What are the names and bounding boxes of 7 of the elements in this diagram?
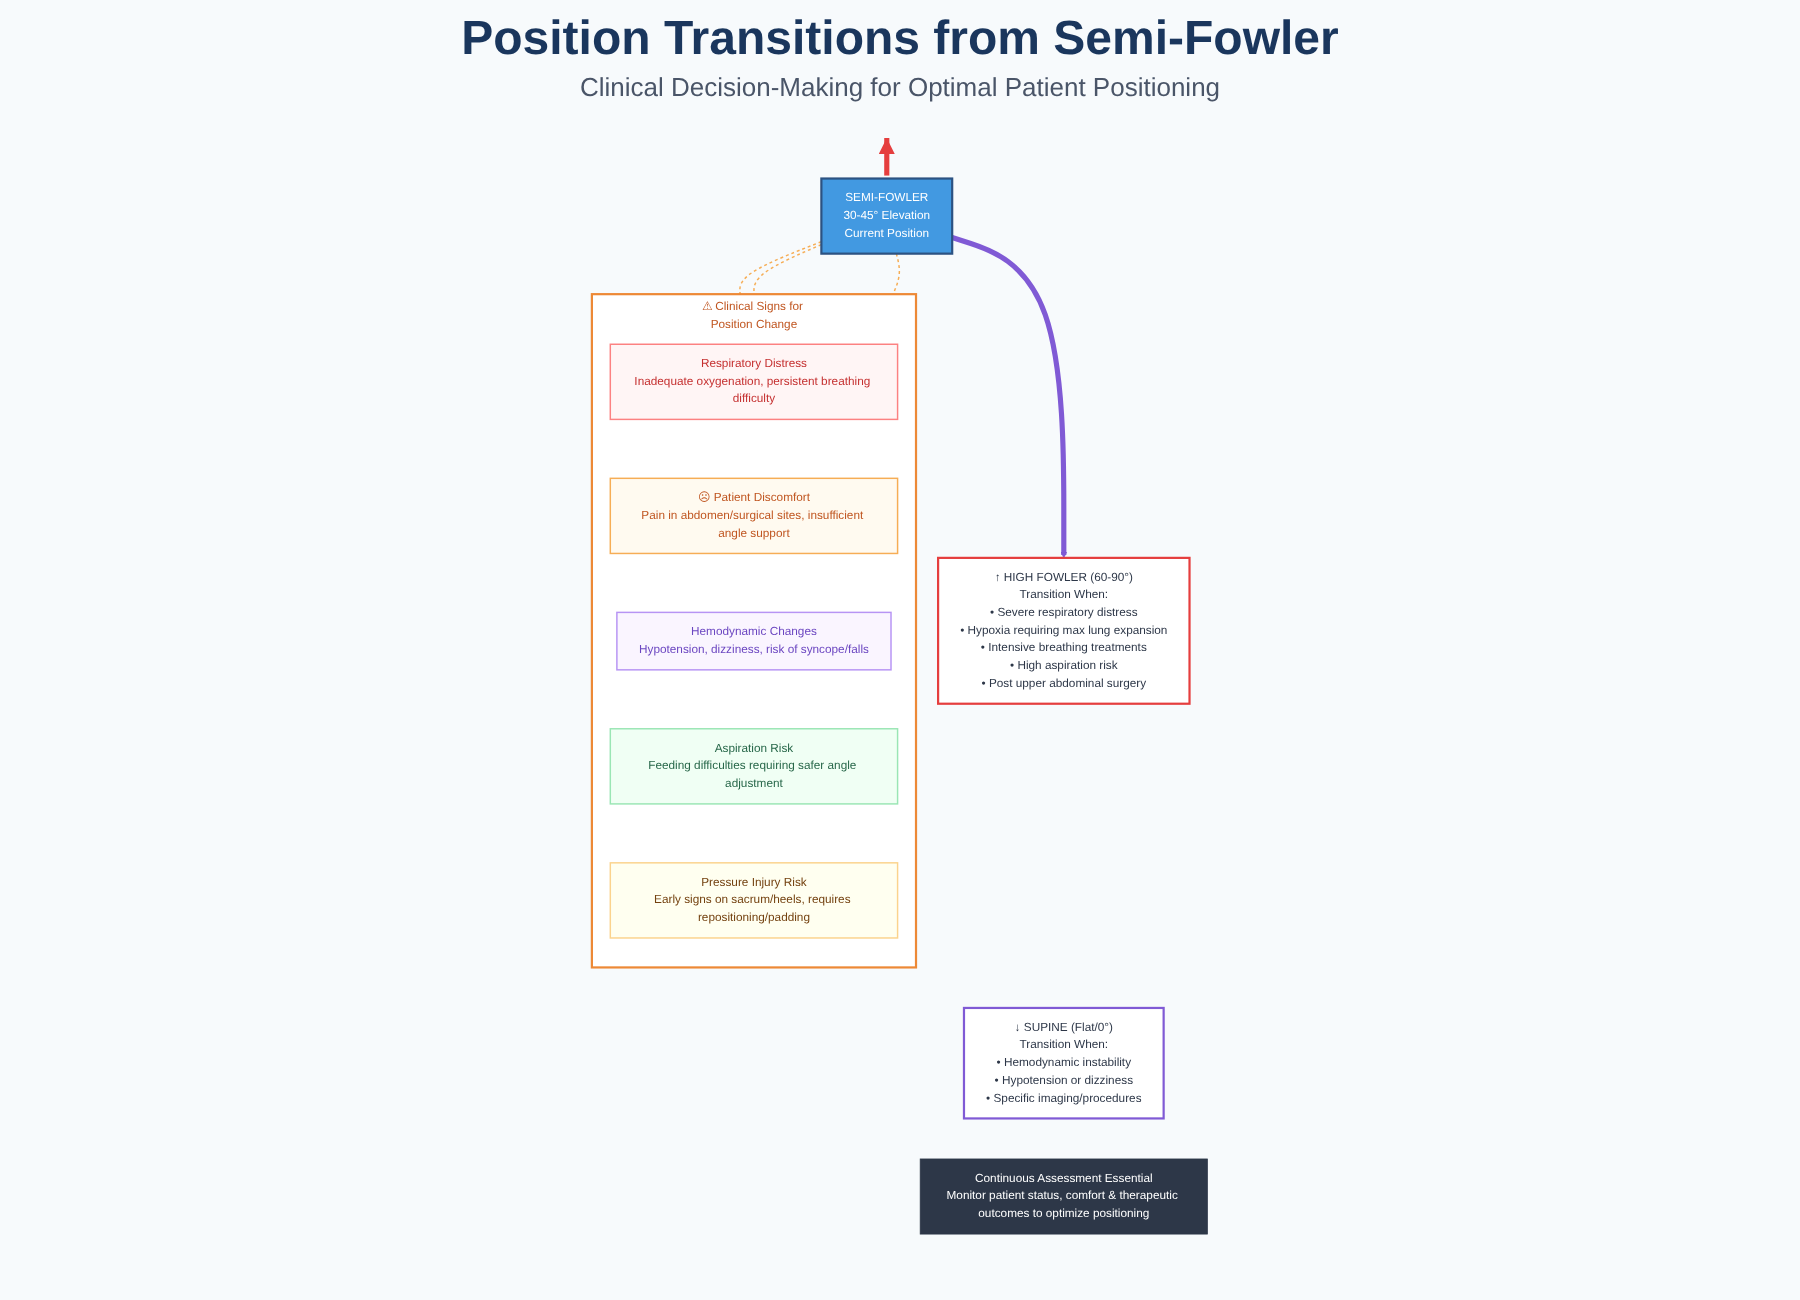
- diagram-title: Position Transitions from Semi-Fowler: [459, 12, 1341, 68]
- arrow: [951, 235, 1068, 559]
- connector: [892, 252, 901, 295]
- connector: [753, 243, 823, 295]
- arrow: [879, 138, 896, 176]
- connector: [739, 241, 823, 295]
- subtitle-text: Clinical Decision-Making for Optimal Patient Positioning: [577, 72, 1223, 102]
